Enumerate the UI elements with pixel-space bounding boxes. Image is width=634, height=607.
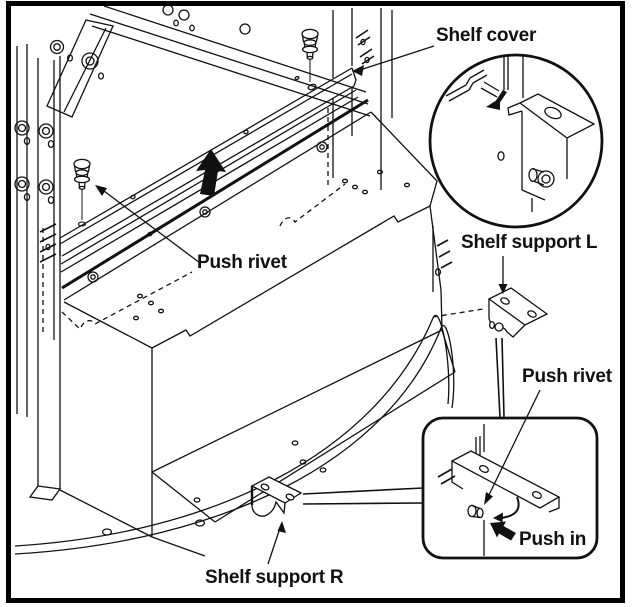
push-in-arrow-icon bbox=[490, 521, 516, 541]
rotate-arrow-icon bbox=[493, 496, 520, 523]
left-rack-frame bbox=[14, 4, 453, 501]
inset-pointer-lines-l bbox=[495, 337, 505, 418]
inset-pointer-lines-r bbox=[302, 487, 424, 505]
lift-arrow-icon bbox=[196, 149, 226, 196]
detail-inset-rounded bbox=[421, 416, 599, 560]
label-shelf-support-l: Shelf support L bbox=[461, 232, 598, 253]
shelf-support-l-part bbox=[487, 287, 549, 338]
hook-arrow-icon bbox=[486, 89, 507, 110]
label-push-rivet-detail: Push rivet bbox=[522, 366, 612, 387]
rack-screws bbox=[14, 4, 251, 205]
label-push-in: Push in bbox=[519, 529, 587, 550]
leader-lines bbox=[95, 45, 541, 565]
label-shelf-cover: Shelf cover bbox=[436, 25, 537, 46]
main-cabinet bbox=[14, 89, 484, 557]
shelf-support-r-part bbox=[250, 476, 303, 517]
push-rivet-top bbox=[301, 28, 319, 82]
label-shelf-support-r: Shelf support R bbox=[205, 567, 344, 588]
top-face-holes bbox=[132, 169, 411, 321]
detail-inset-circle bbox=[428, 53, 604, 229]
label-push-rivet-main: Push rivet bbox=[197, 252, 287, 273]
figure-border bbox=[6, 1, 625, 603]
push-rivet-left bbox=[73, 158, 91, 227]
